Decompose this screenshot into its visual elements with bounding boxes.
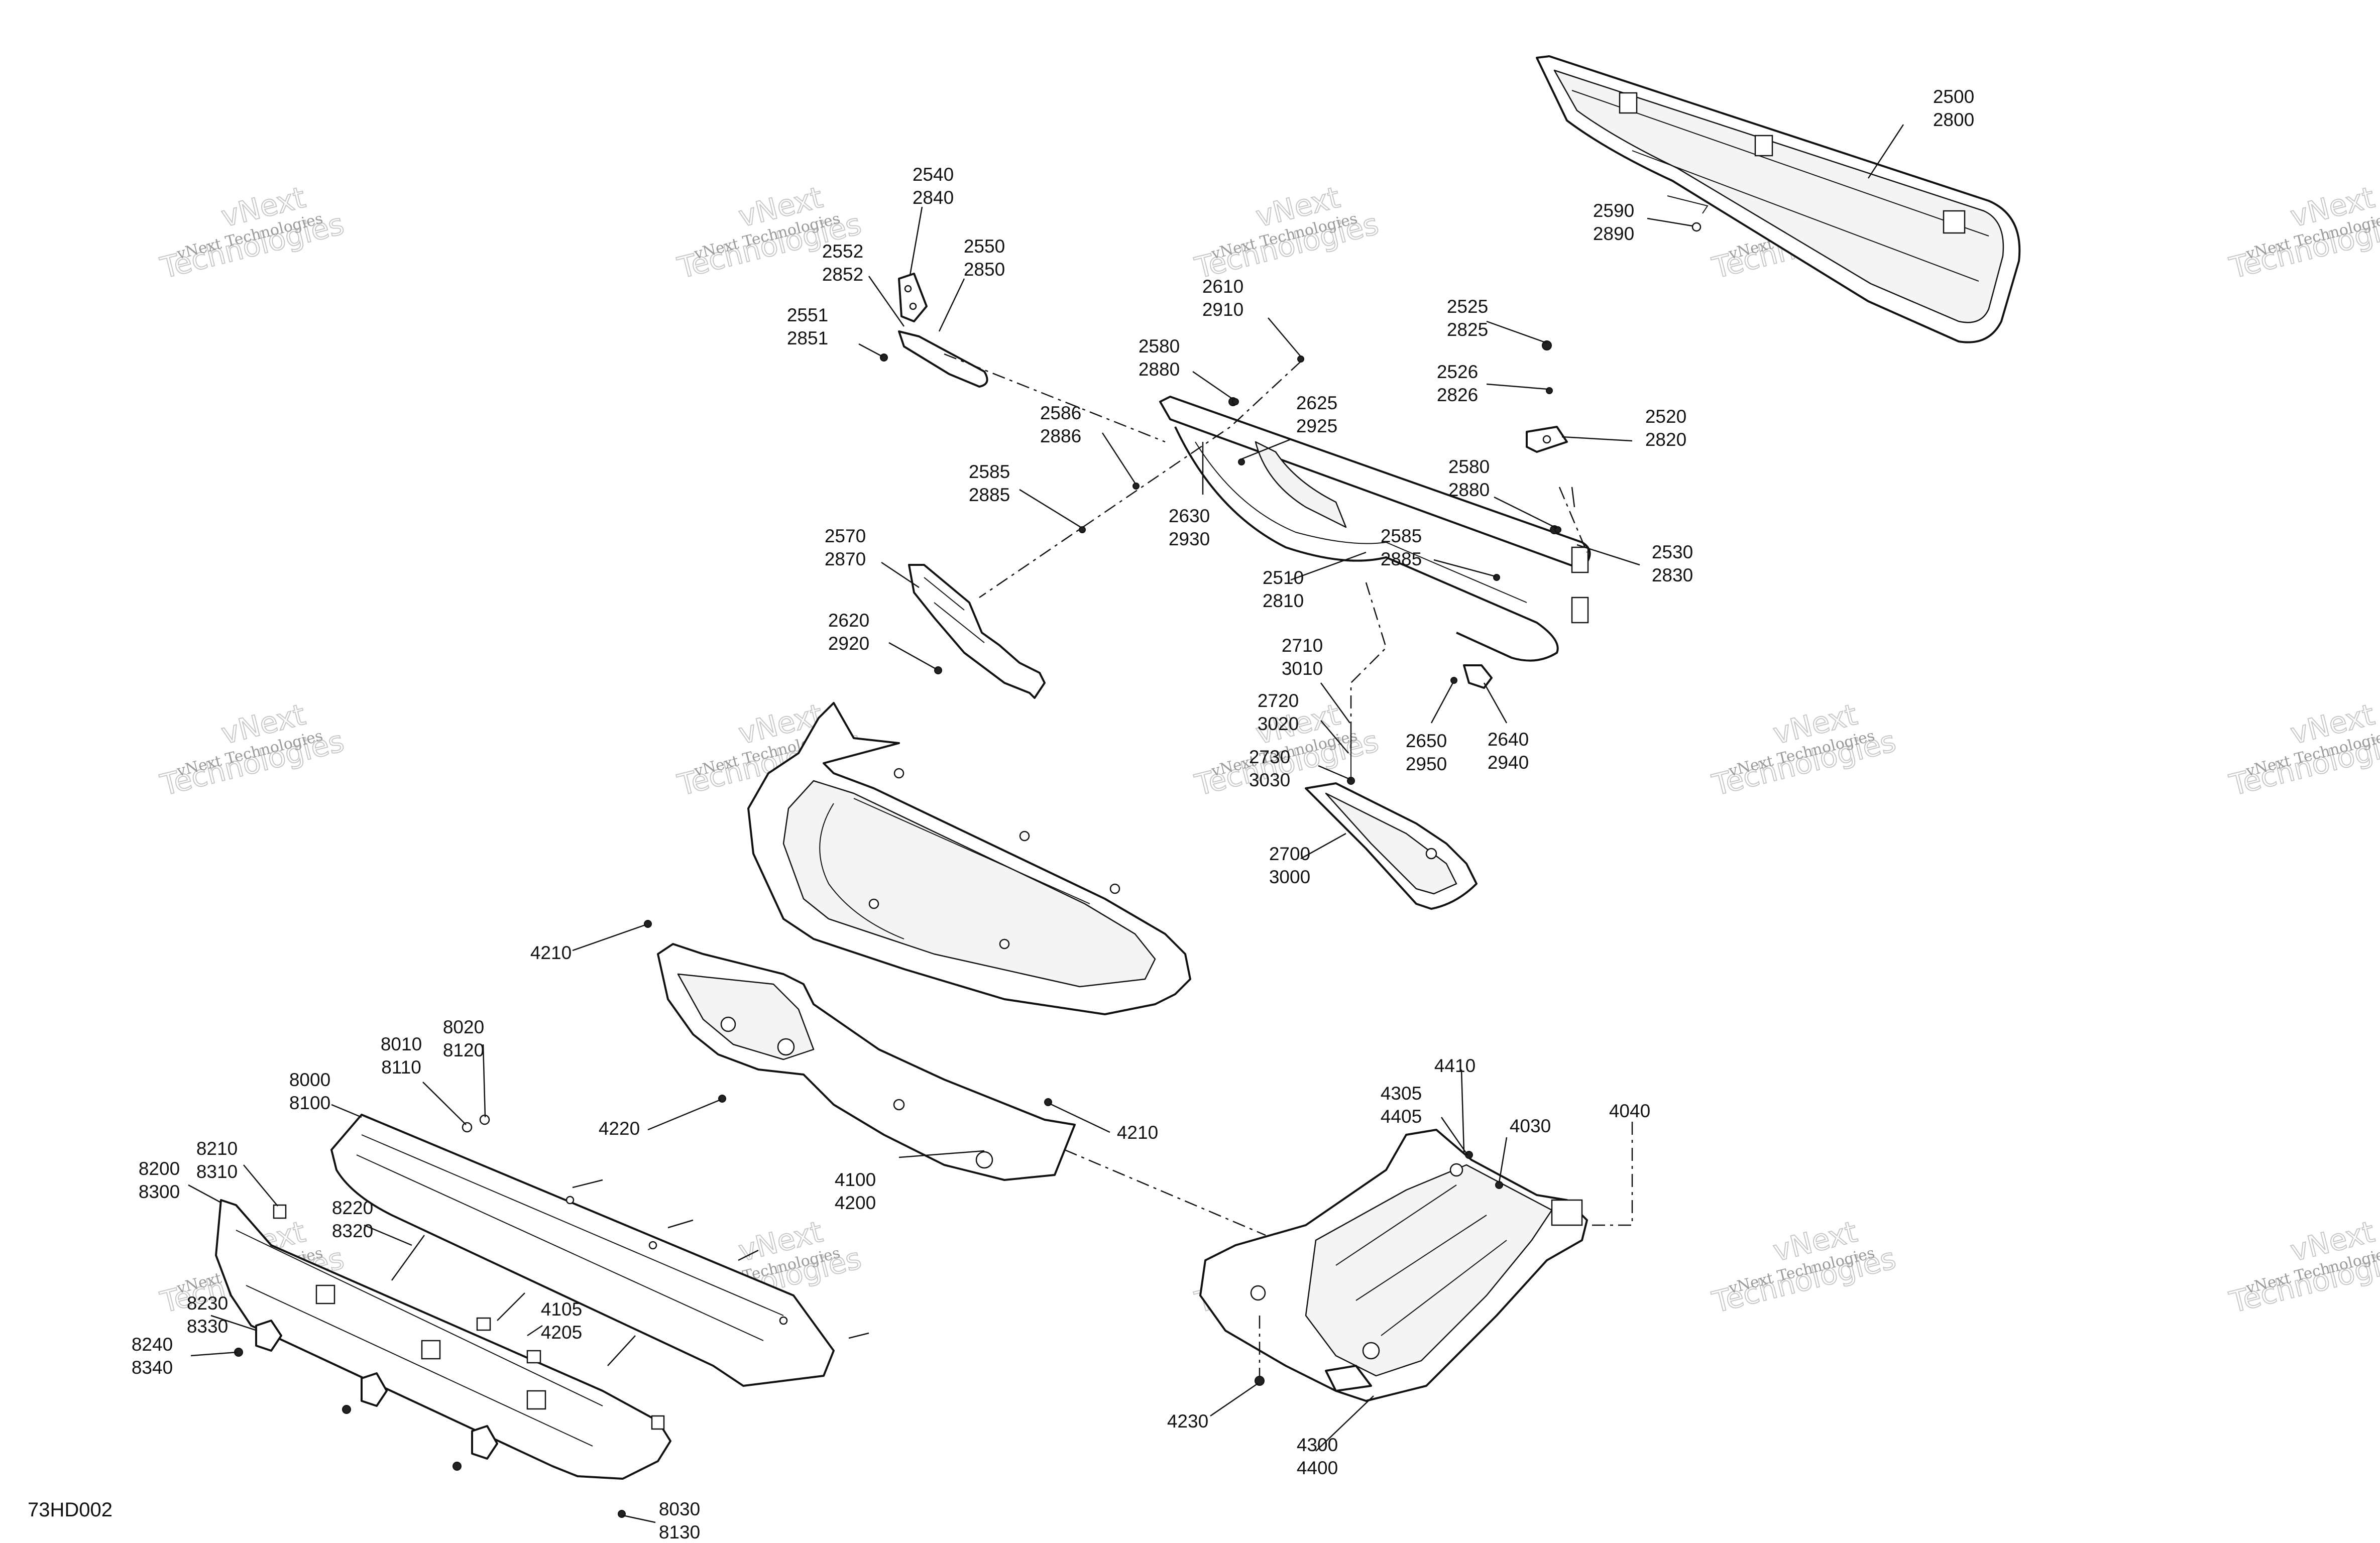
footrest-2700 [1305,728,1478,910]
callout-c4410: 4410 [1434,1055,1476,1076]
small-hardware [1079,340,1575,748]
callout-c4040: 4040 [1609,1101,1650,1121]
bumpers-8230 [234,1320,626,1518]
strap-2550 [898,330,988,388]
cover-2570 [908,564,1046,699]
hinge-2540 [898,273,928,322]
assembly-lines [944,353,1633,1376]
callout-c4210b: 4210 [1117,1122,1158,1143]
parts-layer [215,55,2021,1518]
callout-c4230: 4230 [1167,1411,1208,1432]
bolts [391,1179,869,1366]
door-frame-2510 [1159,396,1591,662]
leader-lines [188,124,1904,1523]
figure-code: 73HD002 [28,1499,112,1521]
callout-c4210a: 4210 [530,942,572,963]
lower-trim-4100 [644,920,1076,1181]
callout-c4220: 4220 [599,1118,640,1139]
lower-rail-8200 [215,1199,671,1480]
door-panel-2500 [1536,55,2021,343]
rear-floor-4300 [1199,1129,1588,1402]
lower-door-panel [747,702,1191,1015]
screw-2551 [880,353,888,362]
callout-c4030: 4030 [1510,1116,1551,1136]
bracket-2640 [1450,664,1493,689]
